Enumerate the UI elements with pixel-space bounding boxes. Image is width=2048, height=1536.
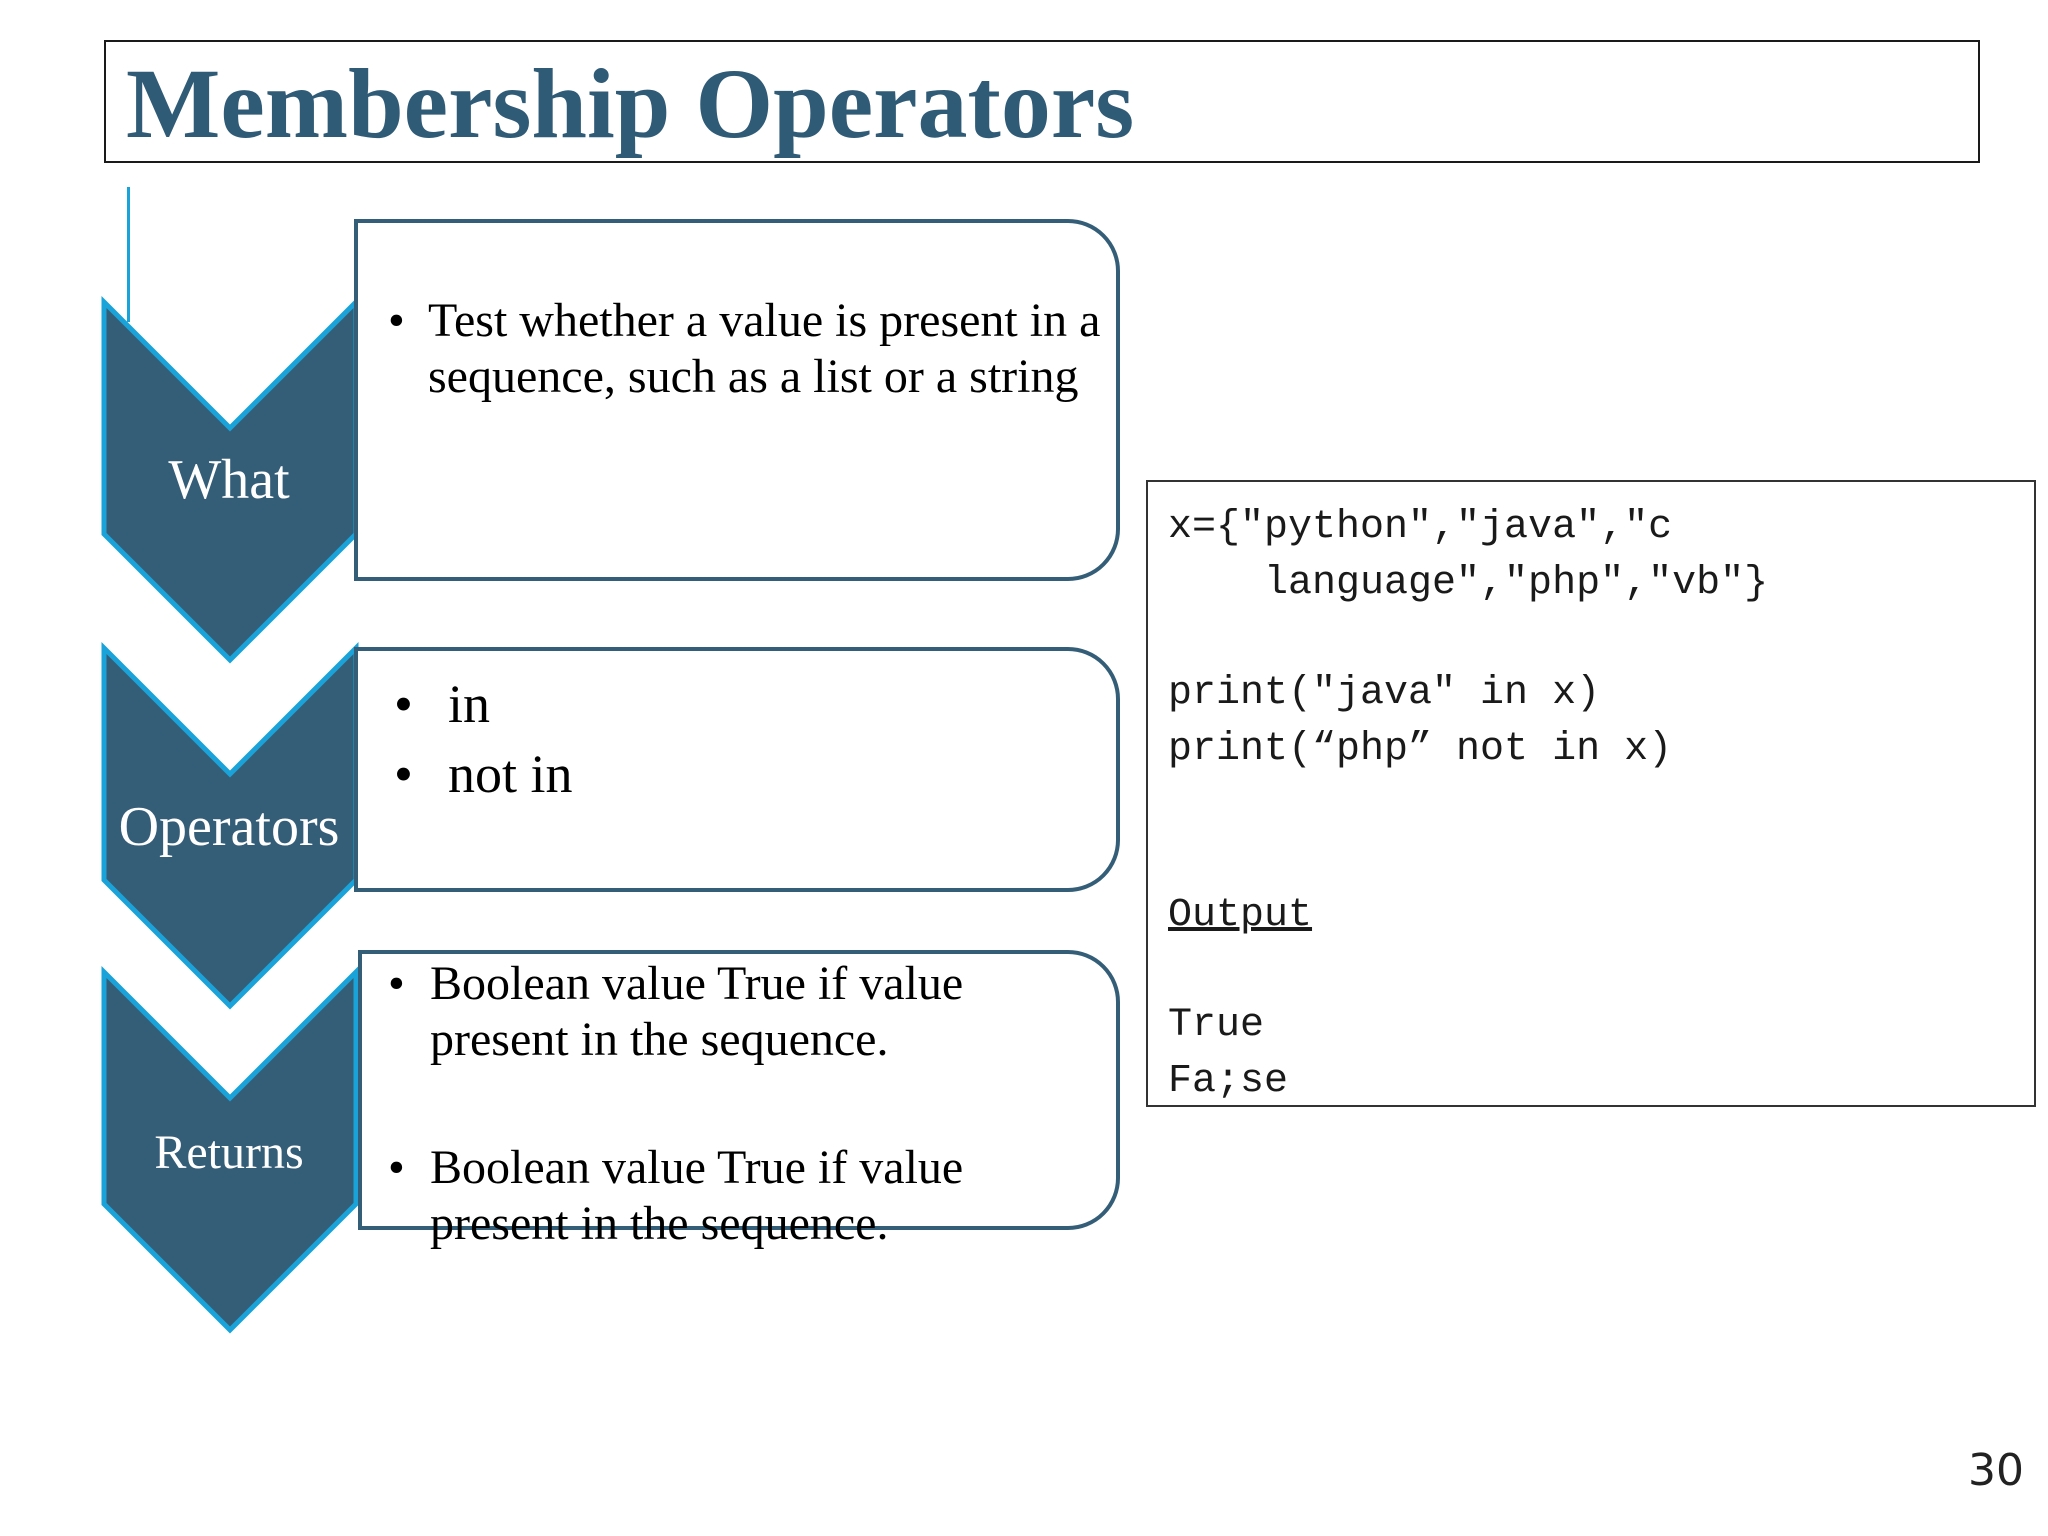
returns-bullet-text-2: Boolean value True if value present in t… (430, 1141, 964, 1250)
chevron-label-operators: Operators (118, 796, 340, 858)
list-item: • Boolean value True if value present in… (388, 956, 1108, 1068)
bullet-icon: • (388, 1141, 405, 1194)
output-line: True (1168, 1003, 1265, 1048)
code-line: print(“php” not in x) (1168, 727, 1673, 772)
panel-what: • Test whether a value is present in a s… (354, 219, 1120, 581)
panel-returns (358, 950, 1120, 1230)
bullet-icon: • (388, 294, 405, 347)
bullet-icon: • (394, 674, 413, 734)
list-item: • Test whether a value is present in a s… (388, 293, 1118, 405)
code-line: print("java" in x) (1168, 671, 1601, 716)
page-number: 30 (1968, 1445, 2024, 1496)
code-line: x={"python","java","c (1168, 505, 1673, 550)
code-box: x={"python","java","c language","php","v… (1146, 480, 2036, 1107)
list-item: • Boolean value True if value present in… (388, 1140, 1108, 1252)
list-item: • in (394, 669, 1094, 739)
bullet-icon: • (394, 744, 413, 804)
output-heading: Output (1168, 893, 1313, 938)
operators-bullets: • in • not in (394, 669, 1094, 809)
chevron-label-what: What (168, 449, 290, 511)
accent-line (127, 187, 130, 322)
what-bullets: • Test whether a value is present in a s… (388, 293, 1118, 405)
bullet-icon: • (388, 957, 405, 1010)
operator-not-in: not in (448, 744, 573, 804)
returns-bullet-text-1: Boolean value True if value present in t… (430, 957, 964, 1066)
panel-operators: • in • not in (354, 647, 1120, 892)
operator-in: in (448, 674, 491, 734)
slide-title: Membership Operators (126, 48, 1135, 159)
returns-bullets: • Boolean value True if value present in… (388, 956, 1108, 1252)
code-line: language","php","vb"} (1168, 561, 1769, 606)
title-box: Membership Operators (104, 40, 1980, 163)
list-item: • not in (394, 739, 1094, 809)
chevron-label-returns: Returns (154, 1126, 304, 1179)
what-bullet-text: Test whether a value is present in a seq… (428, 294, 1101, 403)
output-line: Fa;se (1168, 1059, 1289, 1104)
